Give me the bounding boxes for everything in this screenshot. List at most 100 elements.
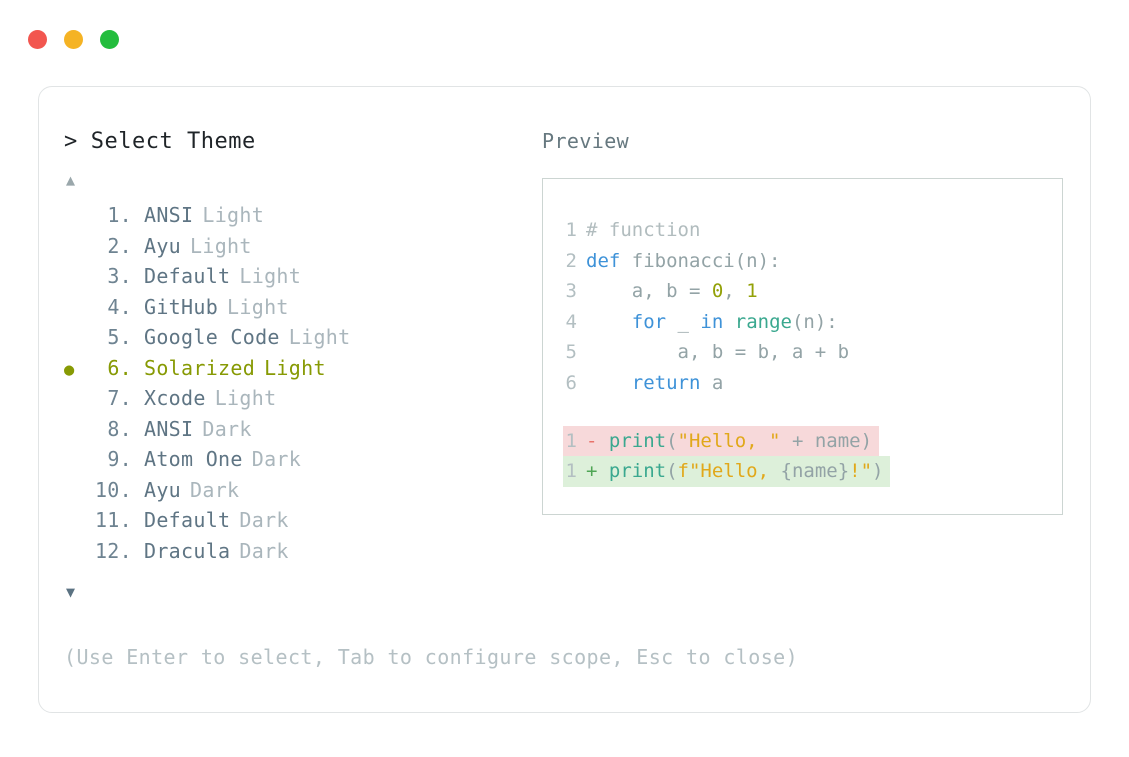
line-number: 6: [565, 371, 577, 394]
theme-list-item[interactable]: ● 10. Ayu Dark: [64, 478, 534, 509]
theme-name: Ayu: [144, 477, 182, 502]
scroll-up-icon[interactable]: ▲: [66, 171, 76, 189]
code-token-plain: {name}: [780, 460, 850, 483]
code-token-num: 1: [746, 280, 758, 303]
code-line: 3 a, b = 0, 1: [563, 276, 1062, 307]
selected-bullet-icon: ●: [64, 453, 88, 470]
keyboard-hint: (Use Enter to select, Tab to configure s…: [64, 645, 799, 669]
theme-name: ANSI: [144, 203, 194, 227]
code-token-plain: (n):: [791, 310, 838, 333]
theme-variant: Dark: [202, 416, 252, 441]
close-window-button[interactable]: [28, 29, 47, 49]
code-token-plain: ): [872, 460, 884, 483]
theme-variant: Light: [202, 203, 265, 227]
theme-variant: Light: [227, 294, 289, 319]
theme-chooser-panel: > Select Theme ▲ ●1.ANSILight●2.AyuLight…: [64, 129, 534, 607]
code-line: 1# function: [563, 215, 1062, 246]
prompt-caret-icon: >: [64, 129, 78, 154]
theme-variant: Light: [264, 355, 326, 380]
theme-variant: Dark: [190, 477, 240, 502]
theme-variant: Light: [288, 325, 351, 349]
code-token-str: f"Hello,: [677, 460, 781, 483]
selected-bullet-icon: ●: [64, 484, 88, 501]
minimize-window-button[interactable]: [64, 29, 83, 49]
theme-name: Atom One: [144, 447, 243, 471]
code-token-plain: ,: [723, 280, 747, 303]
theme-index: 1.: [107, 203, 132, 227]
code-token-num: 0: [711, 280, 724, 303]
theme-list: ●1.ANSILight●2.AyuLight●3.DefaultLight●4…: [64, 203, 534, 569]
theme-index: 5.: [107, 325, 132, 349]
theme-name: Default: [144, 508, 231, 532]
theme-variant: Dark: [239, 538, 289, 563]
code-token-plain: [586, 311, 632, 333]
code-token-str: !": [849, 460, 873, 483]
code-token-plain: a, b =: [586, 280, 712, 303]
line-number: 2: [565, 249, 577, 272]
code-line: 6 return a: [563, 368, 1062, 399]
scroll-down-icon[interactable]: ▼: [66, 583, 76, 601]
line-number: 1: [565, 460, 577, 483]
code-token-plain: + name): [780, 429, 873, 452]
theme-list-item[interactable]: ● 9. Atom One Dark: [64, 447, 534, 478]
diff-plus-sign: +: [586, 460, 609, 483]
traffic-light-group: [28, 29, 119, 49]
code-token-plain: _: [666, 310, 701, 333]
line-number: 1: [565, 219, 577, 241]
selected-bullet-icon: ●: [64, 240, 88, 257]
theme-name: Ayu: [144, 233, 182, 258]
theme-list-item[interactable]: ● 5. Google Code Light: [64, 325, 534, 356]
theme-name: Google Code: [144, 325, 280, 349]
selected-bullet-icon: ●: [64, 423, 88, 440]
code-token-kw: def: [586, 249, 621, 272]
selected-bullet-icon: ●: [64, 514, 88, 531]
theme-index: 2.: [107, 233, 132, 258]
code-token-str: "Hello, ": [677, 429, 781, 452]
theme-variant: Light: [214, 386, 277, 410]
diff-removed-line: 1- print("Hello, " + name): [563, 425, 880, 457]
selected-bullet-icon: ●: [64, 359, 75, 380]
preview-box: 1# function 2 def fibonacci(n): 3 a, b = 0,…: [542, 178, 1063, 515]
code-token-plain: a, b = b, a + b: [586, 341, 850, 364]
theme-name: GitHub: [144, 294, 219, 319]
code-sample: 1# function 2 def fibonacci(n): 3 a, b = 0,…: [563, 215, 1062, 399]
prompt-header: > Select Theme: [64, 129, 534, 159]
theme-index: 9.: [107, 447, 132, 471]
theme-name: Solarized: [144, 355, 256, 380]
diff-line-row: 1- print("Hello, " + name): [563, 425, 1062, 457]
page-title: Select Theme: [90, 129, 256, 154]
code-token-punc: (: [666, 460, 678, 483]
theme-index: 7.: [107, 386, 132, 410]
theme-name: Dracula: [144, 538, 231, 563]
diff-added-line: 1+ print(f"Hello, {name}!"): [563, 456, 891, 487]
line-number: 1: [565, 429, 577, 452]
code-line: 5 a, b = b, a + b: [563, 337, 1062, 368]
code-token-kw: for: [631, 310, 667, 333]
maximize-window-button[interactable]: [100, 29, 119, 49]
theme-name: ANSI: [144, 416, 194, 441]
code-token-plain: [586, 372, 632, 394]
theme-index: 4.: [107, 294, 132, 319]
selected-bullet-icon: ●: [64, 331, 88, 348]
theme-picker-card: > Select Theme ▲ ●1.ANSILight●2.AyuLight…: [38, 86, 1091, 713]
code-token-kw: return: [631, 371, 701, 394]
theme-variant: Light: [239, 264, 302, 288]
theme-index: 3.: [107, 264, 132, 288]
theme-variant: Dark: [251, 447, 302, 471]
diff-line-row: 1+ print(f"Hello, {name}!"): [563, 456, 1062, 487]
theme-index: 11.: [94, 508, 132, 532]
code-token-fn: range: [734, 310, 792, 333]
code-token-plain: fibonacci(n):: [620, 249, 781, 272]
theme-index: 10.: [94, 477, 132, 502]
code-line: 4 for _ in range(n):: [563, 307, 1062, 338]
